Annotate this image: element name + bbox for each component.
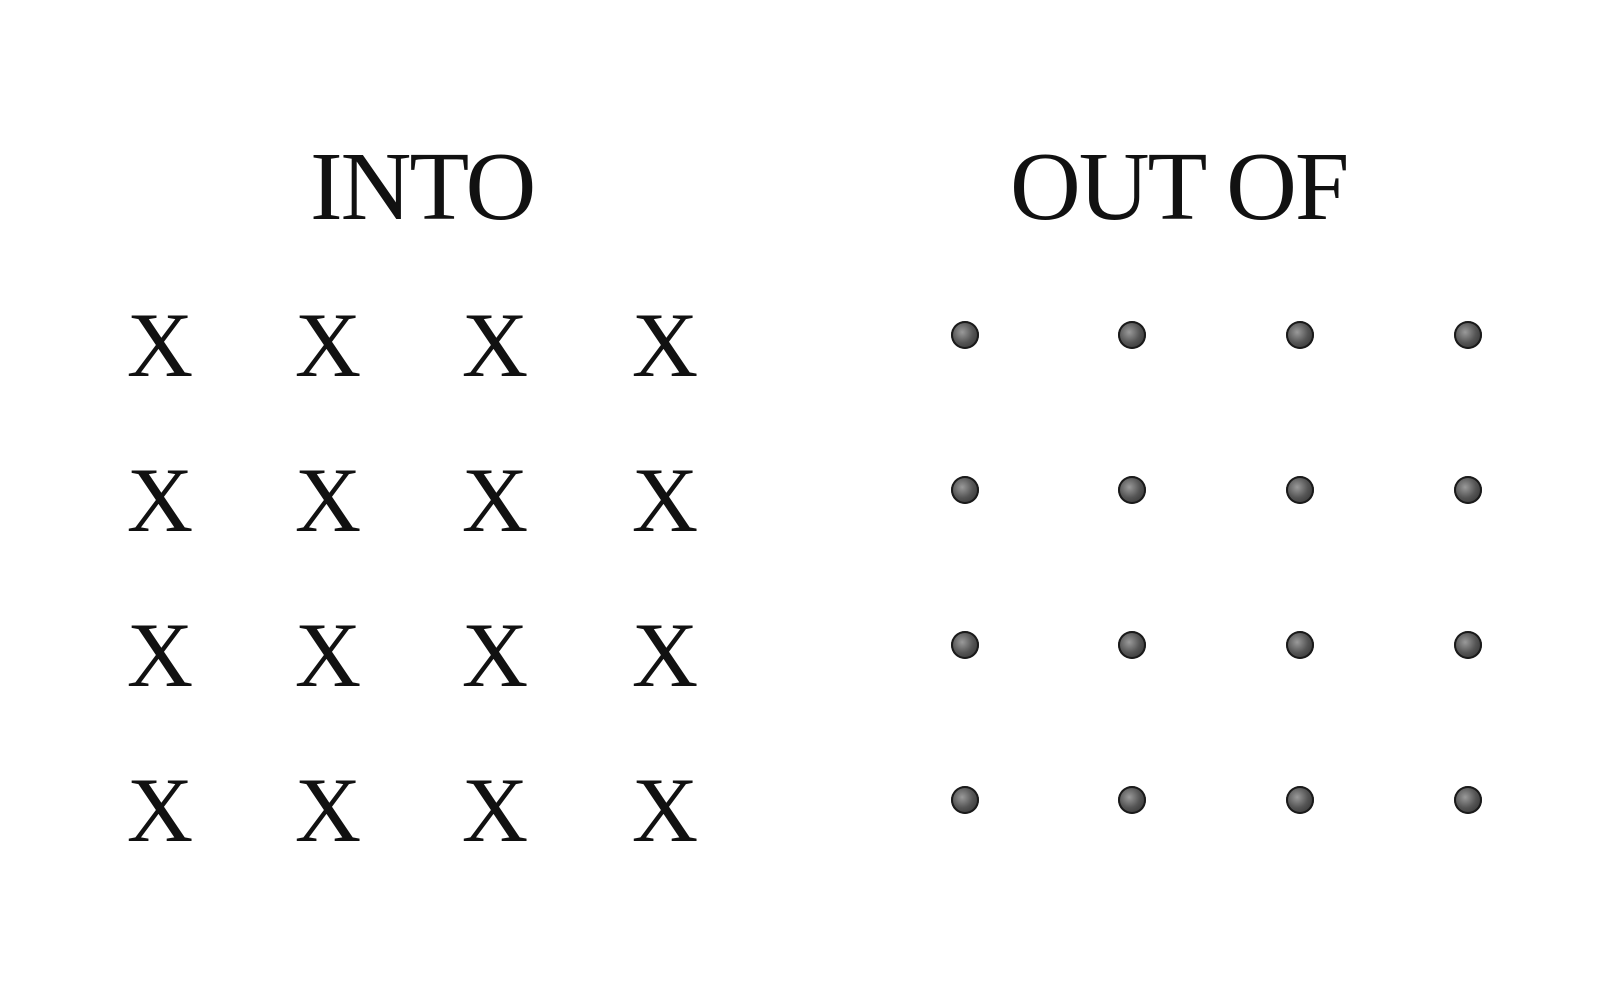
into-page-cross-icon: X [461, 449, 529, 551]
out-of-page-dot-icon [1454, 321, 1482, 349]
into-title: INTO [310, 133, 536, 241]
into-page-cross-icon: X [461, 294, 529, 396]
into-page-cross-icon: X [294, 294, 362, 396]
into-page-cross-icon: X [461, 604, 529, 706]
out-of-page-dot-icon [951, 321, 979, 349]
out-of-page-dot-icon [1118, 476, 1146, 504]
into-page-cross-icon: X [126, 449, 194, 551]
into-page-cross-icon: X [631, 604, 699, 706]
out-of-page-dot-icon [1286, 786, 1314, 814]
into-page-cross-icon: X [294, 604, 362, 706]
into-page-cross-icon: X [126, 604, 194, 706]
into-page-cross-icon: X [631, 294, 699, 396]
into-page-cross-icon: X [461, 759, 529, 861]
into-page-cross-icon: X [631, 759, 699, 861]
out-of-page-dot-icon [1454, 786, 1482, 814]
into-page-cross-icon: X [631, 449, 699, 551]
out-of-page-dot-icon [1118, 321, 1146, 349]
into-page-cross-icon: X [294, 449, 362, 551]
out-of-page-dot-icon [1286, 631, 1314, 659]
out-of-page-dot-icon [1118, 631, 1146, 659]
out-of-page-dot-icon [1286, 476, 1314, 504]
out-of-page-dot-icon [1454, 476, 1482, 504]
out-of-page-dot-icon [951, 476, 979, 504]
out-of-symbol-grid [805, 0, 1609, 1000]
out-of-page-dot-icon [1118, 786, 1146, 814]
out-of-title: OUT OF [1010, 133, 1349, 241]
into-page-cross-icon: X [294, 759, 362, 861]
out-of-panel: OUT OF [805, 0, 1609, 1000]
into-page-cross-icon: X [126, 759, 194, 861]
out-of-page-dot-icon [1286, 321, 1314, 349]
out-of-page-dot-icon [1454, 631, 1482, 659]
out-of-page-dot-icon [951, 786, 979, 814]
into-page-cross-icon: X [126, 294, 194, 396]
out-of-page-dot-icon [951, 631, 979, 659]
